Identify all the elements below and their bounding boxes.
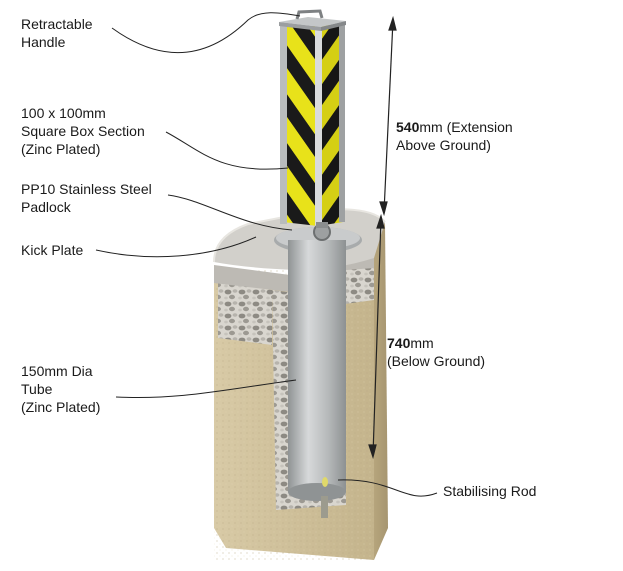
label-tube: 150mm Dia Tube (Zinc Plated) (21, 362, 100, 416)
dimension-caption: Above Ground) (396, 137, 491, 153)
dimension-arrows (368, 15, 397, 460)
dimension-unit: mm (410, 335, 434, 351)
dimension-unit: mm (Extension (419, 119, 513, 135)
label-line: 150mm Dia (21, 363, 93, 379)
label-line: 100 x 100mm (21, 105, 106, 121)
label-line: (Zinc Plated) (21, 141, 101, 157)
label-kick-plate: Kick Plate (21, 241, 83, 259)
label-line: PP10 Stainless Steel (21, 181, 152, 197)
post-cap (279, 17, 346, 27)
gravel-left (218, 282, 272, 345)
label-padlock: PP10 Stainless Steel Padlock (21, 180, 152, 216)
label-line: Kick Plate (21, 242, 84, 258)
dimension-below-ground: 740mm (Below Ground) (387, 334, 485, 370)
leader-lines (95, 12, 438, 497)
dimension-above-ground: 540mm (Extension Above Ground) (396, 118, 513, 154)
label-line: Stabilising Rod (443, 483, 537, 499)
label-line: Padlock (21, 199, 71, 215)
label-line: (Zinc Plated) (21, 399, 101, 415)
dimension-value: 540 (396, 119, 420, 135)
post-side-stripes (318, 24, 343, 226)
stabilising-rod-shape (321, 496, 328, 518)
label-box-section: 100 x 100mm Square Box Section (Zinc Pla… (21, 104, 145, 158)
tube-150mm (288, 240, 346, 499)
label-line: Square Box Section (21, 123, 145, 139)
label-line: Tube (21, 381, 53, 397)
label-line: Handle (21, 34, 66, 50)
post-front-stripes (283, 26, 318, 226)
block-side-face (374, 223, 388, 560)
dimension-value: 740 (387, 335, 411, 351)
label-stabilising-rod: Stabilising Rod (443, 482, 536, 500)
dimension-caption: (Below Ground) (387, 353, 486, 369)
label-retractable-handle: Retractable Handle (21, 15, 93, 51)
label-line: Retractable (21, 16, 93, 32)
